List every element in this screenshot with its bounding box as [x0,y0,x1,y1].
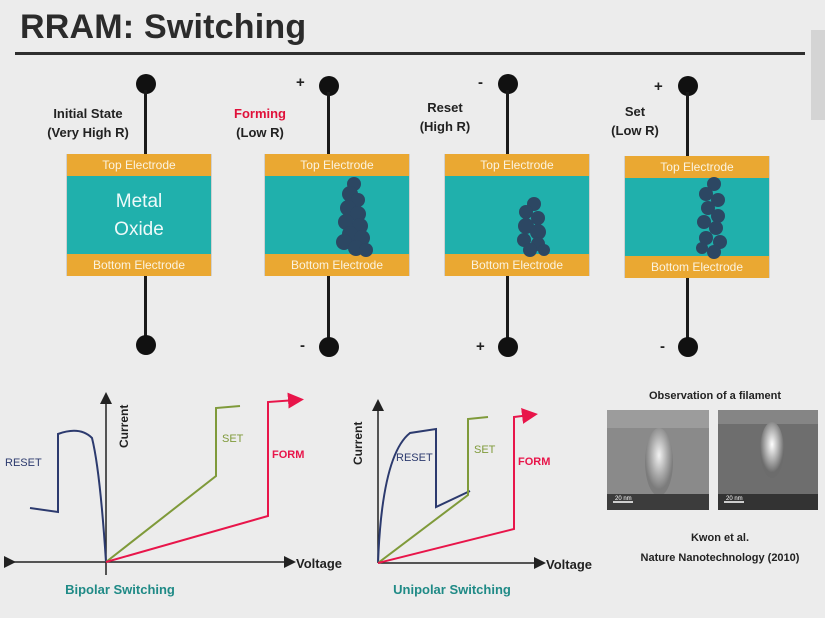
oxide-line-2: Oxide [114,219,164,240]
top-electrode: Top Electrode [625,156,769,178]
bottom-wire [327,276,330,342]
cell-label-reset: Reset (High R) [405,98,485,136]
form-label: FORM [518,456,550,468]
bipolar-iv-graph: Current Voltage RESET SET FORM [4,392,342,575]
reset-curve [377,427,471,564]
top-polarity-sign: - [478,74,483,91]
cell-resistance: (Low R) [236,125,284,140]
bipolar-caption: Bipolar Switching [65,582,175,597]
cell-state-name: Set [624,104,646,119]
unipolar-iv-graph: Current Voltage RESET SET FORM [351,399,592,572]
reset-label: RESET [5,457,42,469]
bottom-polarity-sign: - [660,338,665,355]
top-terminal [319,76,339,96]
top-terminal [678,76,698,96]
device-forming: Top Electrode Bottom Electrode [264,154,410,276]
cell-label-initial: Initial State (Very High R) [38,104,138,142]
scale-bar-label: 20 nm [615,496,632,502]
top-terminal [498,74,518,94]
bottom-wire [506,276,509,342]
device-set: Top Electrode Bottom Electrode [624,156,770,278]
cell-label-forming: Forming (Low R) [215,104,305,142]
scale-bar-label: 20 nm [726,496,743,502]
bottom-terminal [319,337,339,357]
citation-authors: Kwon et al. [690,532,750,544]
top-polarity-sign: + [296,74,305,91]
bottom-polarity-sign: - [300,337,305,354]
set-label: SET [474,444,496,456]
citation-journal: Nature Nanotechnology (2010) [640,552,800,564]
set-label: SET [222,433,244,445]
set-curve [377,416,489,564]
cell-state-name: Forming [234,106,286,121]
bottom-polarity-sign: + [476,338,485,355]
bottom-electrode: Bottom Electrode [67,254,211,276]
observation-title: Observation of a filament [648,390,782,402]
x-axis-label: Voltage [546,557,592,572]
cell-resistance: (High R) [419,119,471,134]
conductive-filament [336,177,373,257]
form-label: FORM [272,449,304,461]
bottom-terminal [136,335,156,355]
cell-resistance: (Low R) [611,123,659,138]
cell-label-set: Set (Low R) [600,102,670,140]
bottom-terminal [678,337,698,357]
top-electrode: Top Electrode [265,154,409,176]
oxide-line-1: Metal [115,191,163,212]
cell-state-name: Initial State [53,106,123,121]
top-electrode: Top Electrode [67,154,211,176]
bottom-electrode: Bottom Electrode [445,254,589,276]
bottom-electrode: Bottom Electrode [265,254,409,276]
conductive-filament [517,197,550,257]
bottom-wire [144,276,147,342]
bottom-electrode: Bottom Electrode [625,256,769,278]
title-underline [15,52,805,55]
top-wire [327,92,330,156]
tem-micrograph-2: 20 nm [718,410,818,510]
top-wire [506,90,509,156]
device-initial: Top Electrode Metal Oxide Bottom Electro… [66,154,212,276]
unipolar-caption: Unipolar Switching [393,582,511,597]
top-wire [686,92,689,156]
top-polarity-sign: + [654,78,663,95]
conductive-filament [696,177,727,259]
bottom-wire [686,278,689,342]
cell-resistance: (Very High R) [47,125,129,140]
y-axis-label: Current [351,422,365,465]
top-wire [144,90,147,156]
set-curve [105,405,241,563]
metal-oxide-label: Metal Oxide [67,188,211,244]
x-axis-label: Voltage [296,556,342,571]
form-curve [377,408,538,564]
corner-accent [811,30,825,120]
tem-micrograph-1: 20 nm [607,410,709,510]
bottom-terminal [498,337,518,357]
reset-label: RESET [396,452,433,464]
reset-curve [29,429,107,563]
slide-title: RRAM: Switching [20,8,307,46]
top-electrode: Top Electrode [445,154,589,176]
device-reset: Top Electrode Bottom Electrode [444,154,590,276]
top-terminal [136,74,156,94]
y-axis-label: Current [117,405,131,448]
citation: Kwon et al. Nature Nanotechnology (2010) [620,528,820,568]
cell-state-name: Reset [427,100,463,115]
form-curve [105,392,304,563]
